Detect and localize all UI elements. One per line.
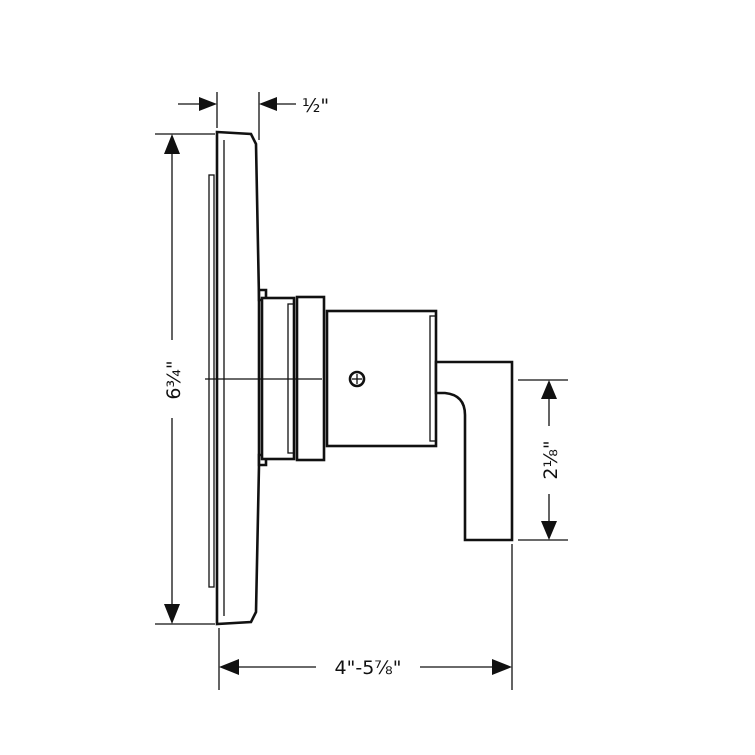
dim-label-plate-thickness: ½" bbox=[302, 95, 329, 117]
arrow-left-icon bbox=[259, 97, 277, 111]
hub-rings bbox=[257, 288, 326, 467]
arrow-down-icon bbox=[164, 604, 180, 624]
dim-height: 6¾" bbox=[155, 133, 215, 625]
plate-body bbox=[215, 130, 261, 626]
dim-label-depth: 4"-5⅞" bbox=[335, 657, 402, 679]
arrow-up-icon bbox=[541, 380, 557, 399]
dim-label-handle-height: 2⅛" bbox=[540, 440, 562, 479]
lever-handle bbox=[434, 360, 514, 542]
handle-barrel bbox=[325, 309, 438, 448]
dim-label-height: 6¾" bbox=[163, 360, 185, 399]
wall-flange bbox=[208, 174, 215, 588]
arrow-right-icon bbox=[199, 97, 217, 111]
arrow-left-icon bbox=[219, 659, 239, 675]
arrow-right-icon bbox=[492, 659, 512, 675]
dim-depth: 4"-5⅞" bbox=[218, 544, 513, 690]
handle-body bbox=[325, 309, 438, 448]
arrow-up-icon bbox=[164, 134, 180, 154]
dim-plate-thickness: ½" bbox=[178, 92, 329, 140]
trim-plate bbox=[208, 130, 261, 626]
arrow-down-icon bbox=[541, 521, 557, 540]
dim-handle-height: 2⅛" bbox=[518, 379, 568, 541]
